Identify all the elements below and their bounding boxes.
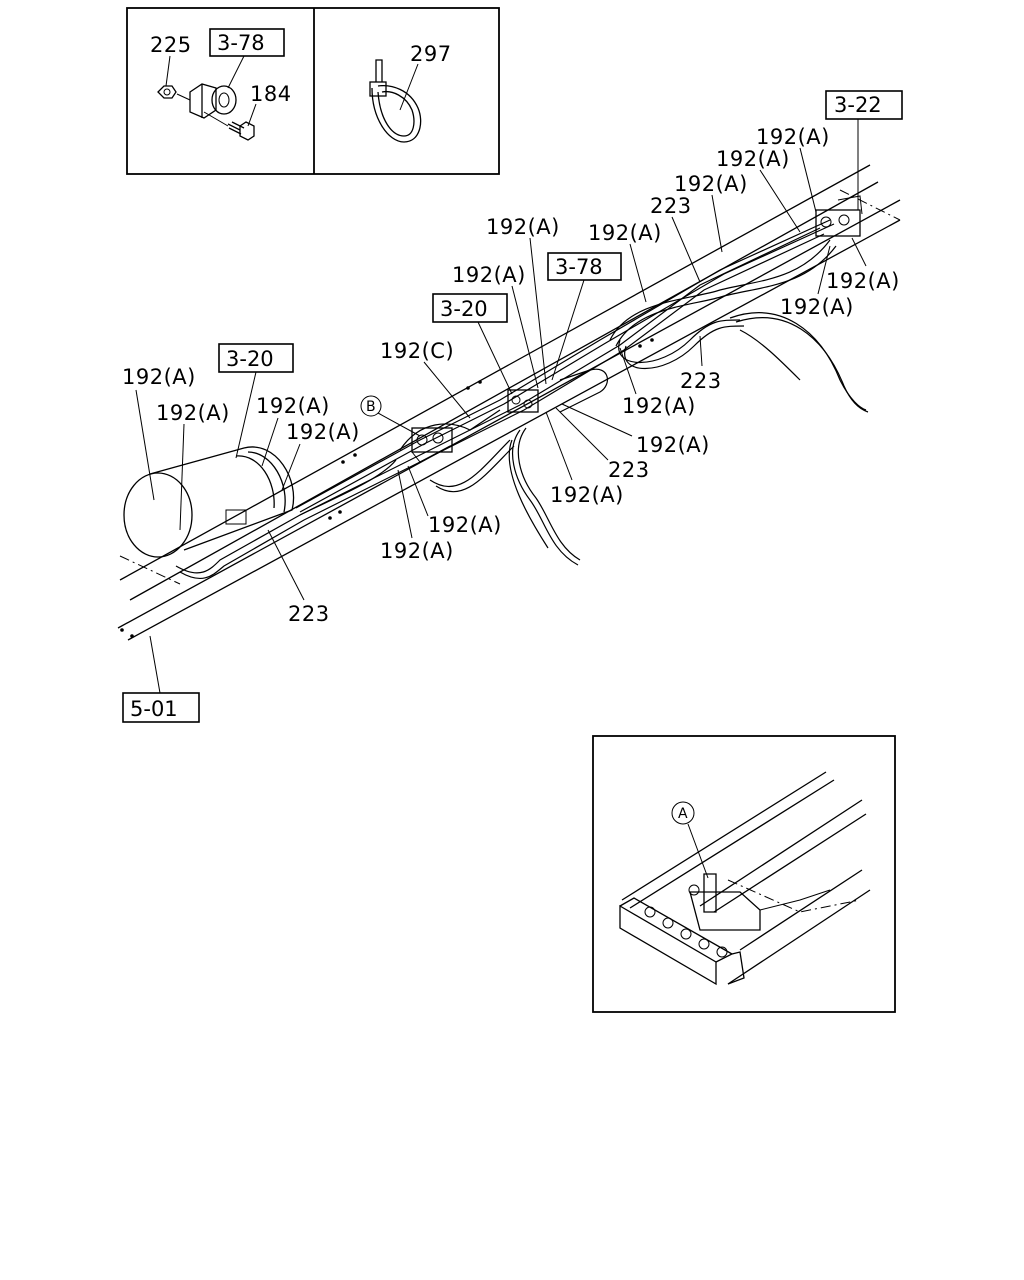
marker-b-text: B (366, 399, 376, 415)
ref-3-78-inset: 3-78 (217, 31, 265, 55)
label-192a-11: 192(A) (256, 394, 330, 418)
ref-box-3-78-inset[interactable]: 3-78 (209, 28, 285, 57)
ref-box-5-01[interactable]: 5-01 (122, 692, 200, 723)
nut-225 (157, 85, 177, 99)
label-223-3: 223 (608, 458, 650, 482)
label-192a-2: 192(A) (716, 147, 790, 171)
label-192a-8: 192(A) (780, 295, 854, 319)
label-192a-3: 192(A) (674, 172, 748, 196)
label-297: 297 (410, 42, 452, 66)
valve-cluster-b (411, 427, 453, 463)
valve-cluster-center (507, 389, 539, 413)
label-223-4: 223 (288, 602, 330, 626)
label-192a-14: 192(A) (636, 433, 710, 457)
bolt-184 (227, 121, 255, 141)
brake-lines (175, 219, 869, 579)
marker-a-text: A (678, 806, 688, 822)
clip-bracket (189, 83, 237, 119)
marker-b: B (360, 395, 421, 437)
label-192a-16: 192(A) (428, 513, 502, 537)
label-192a-6: 192(A) (452, 263, 526, 287)
ref-3-22: 3-22 (834, 93, 882, 117)
label-192a-15: 192(A) (550, 483, 624, 507)
valve-cluster-right (815, 195, 863, 237)
label-223-2: 223 (680, 369, 722, 393)
label-192a-4: 192(A) (588, 221, 662, 245)
label-192a-10: 192(A) (156, 401, 230, 425)
inset-detail-a: A (592, 735, 896, 1013)
label-192a-12: 192(A) (286, 420, 360, 444)
inset-clip-detail: 225 3-78 184 297 (126, 7, 500, 175)
marker-a: A (671, 801, 709, 879)
main-chassis-diagram: 3-22 3-78 3-20 3-20 5-01 B 1 (117, 90, 903, 723)
ref-box-3-78-main[interactable]: 3-78 (547, 252, 622, 281)
label-192a-1: 192(A) (756, 125, 830, 149)
frame-rail (117, 152, 901, 641)
label-192a-7: 192(A) (826, 269, 900, 293)
ref-3-78-main: 3-78 (555, 255, 603, 279)
ref-box-3-22[interactable]: 3-22 (825, 90, 903, 120)
ref-3-20-left: 3-20 (226, 347, 274, 371)
air-tank (123, 446, 295, 558)
ref-3-20-center: 3-20 (440, 297, 488, 321)
label-225: 225 (150, 33, 192, 57)
label-192a-5: 192(A) (486, 215, 560, 239)
label-184: 184 (250, 82, 292, 106)
ref-5-01: 5-01 (130, 697, 178, 721)
label-223-1: 223 (650, 194, 692, 218)
label-192a-13: 192(A) (622, 394, 696, 418)
ref-box-3-20-left[interactable]: 3-20 (218, 343, 294, 373)
label-192a-9: 192(A) (122, 365, 196, 389)
label-192c: 192(C) (380, 339, 454, 363)
label-192a-17: 192(A) (380, 539, 454, 563)
cable-tie-297 (369, 59, 422, 143)
ref-box-3-20-center[interactable]: 3-20 (432, 293, 508, 323)
